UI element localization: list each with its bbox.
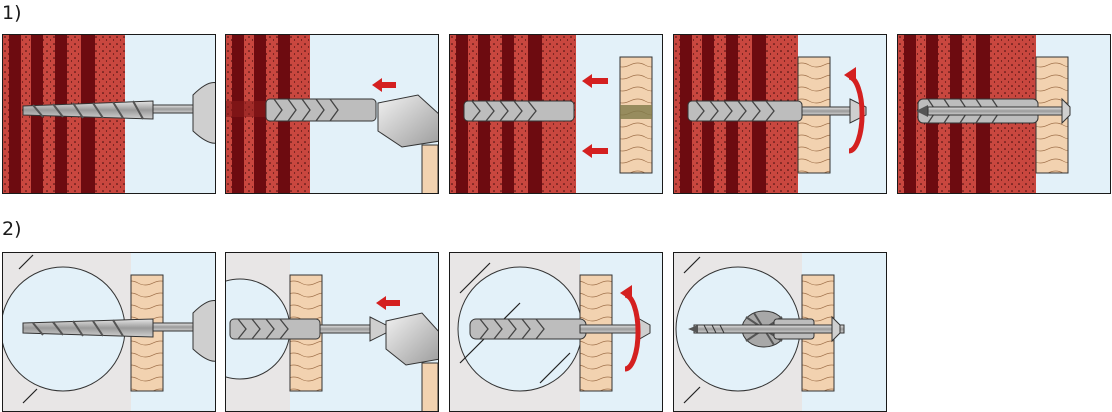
arrow-left-icon xyxy=(582,74,608,158)
hammer-icon xyxy=(385,312,438,411)
step-2-3-panel xyxy=(449,252,663,412)
step-2-1-panel xyxy=(2,252,216,412)
row-2-label: 2) xyxy=(2,218,22,240)
rotate-icon xyxy=(620,285,641,372)
step-2-2-panel xyxy=(225,252,439,412)
wall-plug-icon xyxy=(265,98,377,122)
drill-bit-icon xyxy=(22,82,215,144)
hammer-icon xyxy=(377,94,438,193)
step-2-4-panel xyxy=(673,252,887,412)
step-1-5-panel xyxy=(897,34,1111,194)
row-1-label: 1) xyxy=(2,2,22,24)
arrow-left-icon xyxy=(372,78,396,92)
step-1-4-panel xyxy=(673,34,887,194)
step-1-1-panel xyxy=(2,34,216,194)
step-1-2-panel xyxy=(225,34,439,194)
rotate-icon xyxy=(844,67,865,154)
drill-bit-icon xyxy=(22,300,215,362)
step-1-3-panel xyxy=(449,34,663,194)
arrow-left-icon xyxy=(376,296,400,310)
